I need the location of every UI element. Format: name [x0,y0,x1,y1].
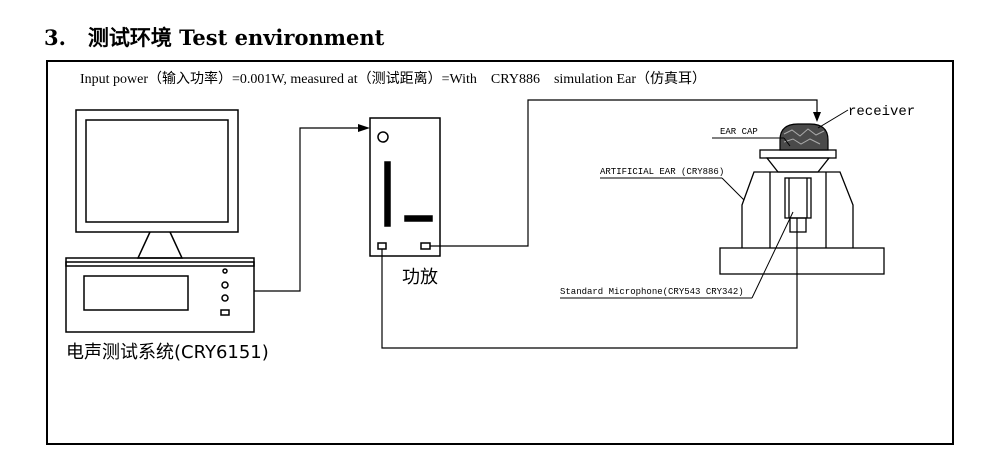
artificial-ear-icon [719,149,885,275]
cable-system-to-amplifier [254,127,358,292]
monitor-icon [65,109,255,267]
receiver-leader-line [817,109,849,129]
artificial-ear-label: ARTIFICIAL EAR (CRY886) [600,167,724,177]
section-number: 3. [44,25,66,50]
arrow-to-amplifier-icon [358,124,370,132]
ear-cap-label: EAR CAP [720,127,758,137]
amplifier-box [369,117,441,257]
section-heading: 3. 测试环境 Test environment [44,22,384,52]
test-system-label: 电声测试系统(CRY6151) [66,342,269,363]
amplifier-label: 功放 [402,267,438,288]
receiver-label: receiver [848,104,915,120]
test-system-box [65,261,255,333]
microphone-label: Standard Microphone(CRY543 CRY342) [560,287,744,297]
cable-amplifier-to-receiver [430,99,818,247]
arrow-to-receiver-icon [813,112,821,122]
diagram-caption: Input power（输入功率）=0.001W, measured at（测试… [80,70,706,87]
cable-microphone-to-amplifier [381,218,798,349]
section-title: 测试环境 Test environment [87,25,385,50]
diagram-frame [46,60,954,445]
receiver-icon [779,123,829,151]
